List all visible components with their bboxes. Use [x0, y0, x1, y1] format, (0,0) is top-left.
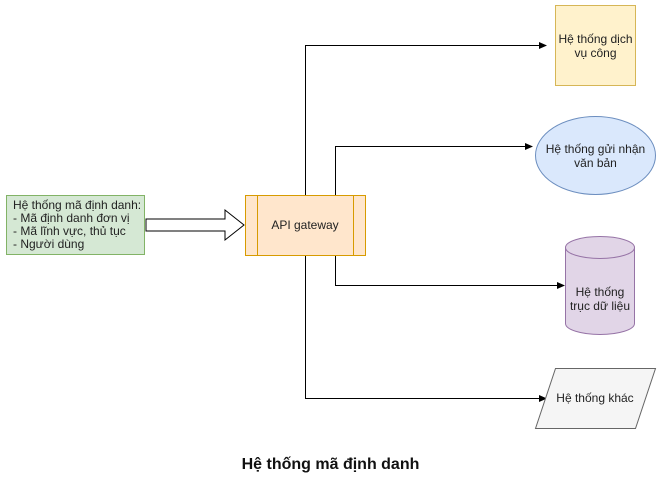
connector-data-axis [335, 256, 565, 289]
document-exchange-shape [535, 116, 656, 195]
data-axis-node: Hệ thống trục dữ liệu [565, 272, 635, 326]
other-system-shape [534, 368, 657, 429]
public-service-shape [555, 5, 636, 86]
other-system-label: Hệ thống khác [556, 391, 634, 405]
public-service-label-line2: vụ công [574, 45, 617, 60]
source-system-box: Hệ thống mã định danh: - Mã định danh đơ… [6, 195, 145, 255]
public-service-node: Hệ thống dịch vụ công [555, 5, 636, 86]
other-system-node: Hệ thống khác [545, 368, 645, 428]
data-axis-label-line2: trục dữ liệu [569, 299, 631, 313]
gateway-node: API gateway [257, 195, 353, 255]
public-service-label-line1: Hệ thống dịch [558, 31, 633, 46]
document-exchange-node: Hệ thống gửi nhận văn bản [535, 116, 656, 195]
block-arrow [145, 208, 245, 242]
data-axis-shape [565, 236, 635, 335]
document-exchange-label-line1: Hệ thống gửi nhận [545, 141, 646, 156]
gateway-shape [245, 195, 366, 256]
gateway-label: API gateway [271, 218, 339, 232]
document-exchange-label-line2: văn bản [574, 155, 617, 170]
source-item-user: - Người dùng [13, 237, 85, 251]
source-item-field-code: - Mã lĩnh vực, thủ tục [13, 224, 126, 238]
source-item-unit-code: - Mã định danh đơn vị [13, 211, 130, 225]
connector-other [305, 256, 547, 402]
source-title: Hệ thống mã định danh: [13, 198, 142, 212]
diagram-caption: Hệ thống mã định danh [241, 456, 420, 473]
connector-document-exchange [335, 143, 533, 195]
data-axis-label-line1: Hệ thống [575, 285, 625, 299]
connector-public-service [305, 42, 547, 195]
